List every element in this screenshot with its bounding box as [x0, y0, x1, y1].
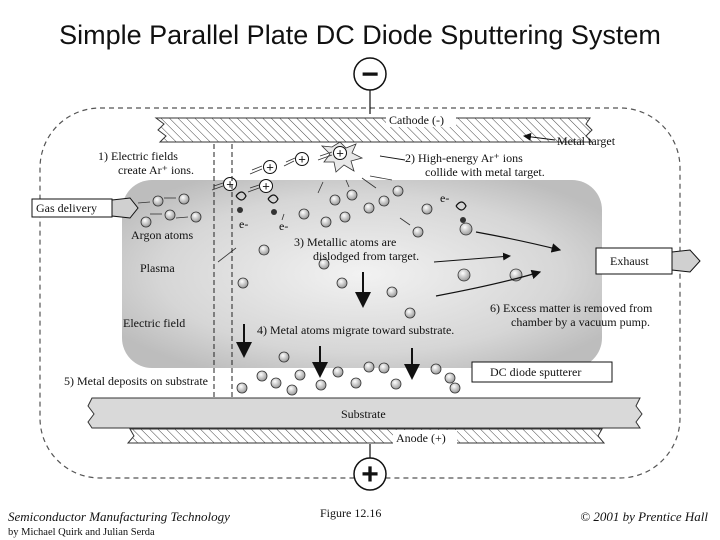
metal-target-label: Metal target [557, 134, 616, 148]
step3-line2: dislodged from target. [313, 249, 419, 263]
gas-inlet-nozzle [111, 197, 139, 219]
footer-book: Semiconductor Manufacturing Technology [8, 509, 230, 524]
step5-label: 5) Metal deposits on substrate [64, 374, 208, 388]
svg-text:+: + [262, 179, 270, 194]
exhaust-nozzle [671, 249, 701, 273]
anode-plus-icon: + [361, 458, 379, 491]
electric-field-label: Electric field [123, 316, 185, 330]
page-title: Simple Parallel Plate DC Diode Sputterin… [59, 20, 661, 50]
substrate-label: Substrate [341, 407, 386, 421]
footer-authors: by Michael Quirk and Julian Serda [8, 527, 155, 538]
electron-label: e- [239, 217, 248, 231]
argon-ion: + [259, 179, 273, 194]
argon-atoms [140, 193, 202, 228]
plasma-label: Plasma [140, 261, 175, 275]
deposit-atoms [236, 351, 461, 396]
argon-ion: + [295, 152, 309, 167]
svg-text:+: + [226, 177, 234, 192]
step3-line1: 3) Metallic atoms are [294, 235, 396, 249]
cathode-label: Cathode (-) [389, 113, 444, 127]
anode-plate [126, 428, 606, 444]
step6-line2: chamber by a vacuum pump. [511, 315, 650, 329]
step1-line2: create Ar⁺ ions. [118, 163, 194, 177]
metal-atoms [237, 185, 523, 319]
argon-ion: + [223, 177, 237, 192]
anode-terminal [353, 457, 387, 491]
cathode-minus-icon: − [361, 58, 379, 91]
svg-text:+: + [336, 146, 344, 161]
cathode-terminal [353, 57, 387, 91]
step1-line1: 1) Electric fields [98, 149, 178, 163]
footer-copyright: © 2001 by Prentice Hall [580, 509, 708, 524]
step4-label: 4) Metal atoms migrate toward substrate. [257, 323, 454, 337]
step2-line2: collide with metal target. [425, 165, 545, 179]
argon-atoms-label: Argon atoms [131, 228, 193, 242]
exhaust-label: Exhaust [610, 254, 649, 268]
electron-label: e- [279, 219, 288, 233]
cathode-plate [154, 117, 594, 143]
argon-ion: + [263, 160, 277, 175]
svg-text:+: + [266, 160, 274, 175]
footer-figure: Figure 12.16 [320, 506, 381, 520]
substrate-plate [87, 397, 643, 429]
anode-label: Anode (+) [396, 431, 446, 445]
svg-text:+: + [298, 152, 306, 167]
step2-line1: 2) High-energy Ar⁺ ions [405, 151, 523, 165]
gas-delivery-label: Gas delivery [36, 201, 97, 215]
electron-label: e- [440, 191, 449, 205]
step6-line1: 6) Excess matter is removed from [490, 301, 653, 315]
argon-ion: + [333, 146, 347, 161]
system-name-label: DC diode sputterer [490, 365, 581, 379]
